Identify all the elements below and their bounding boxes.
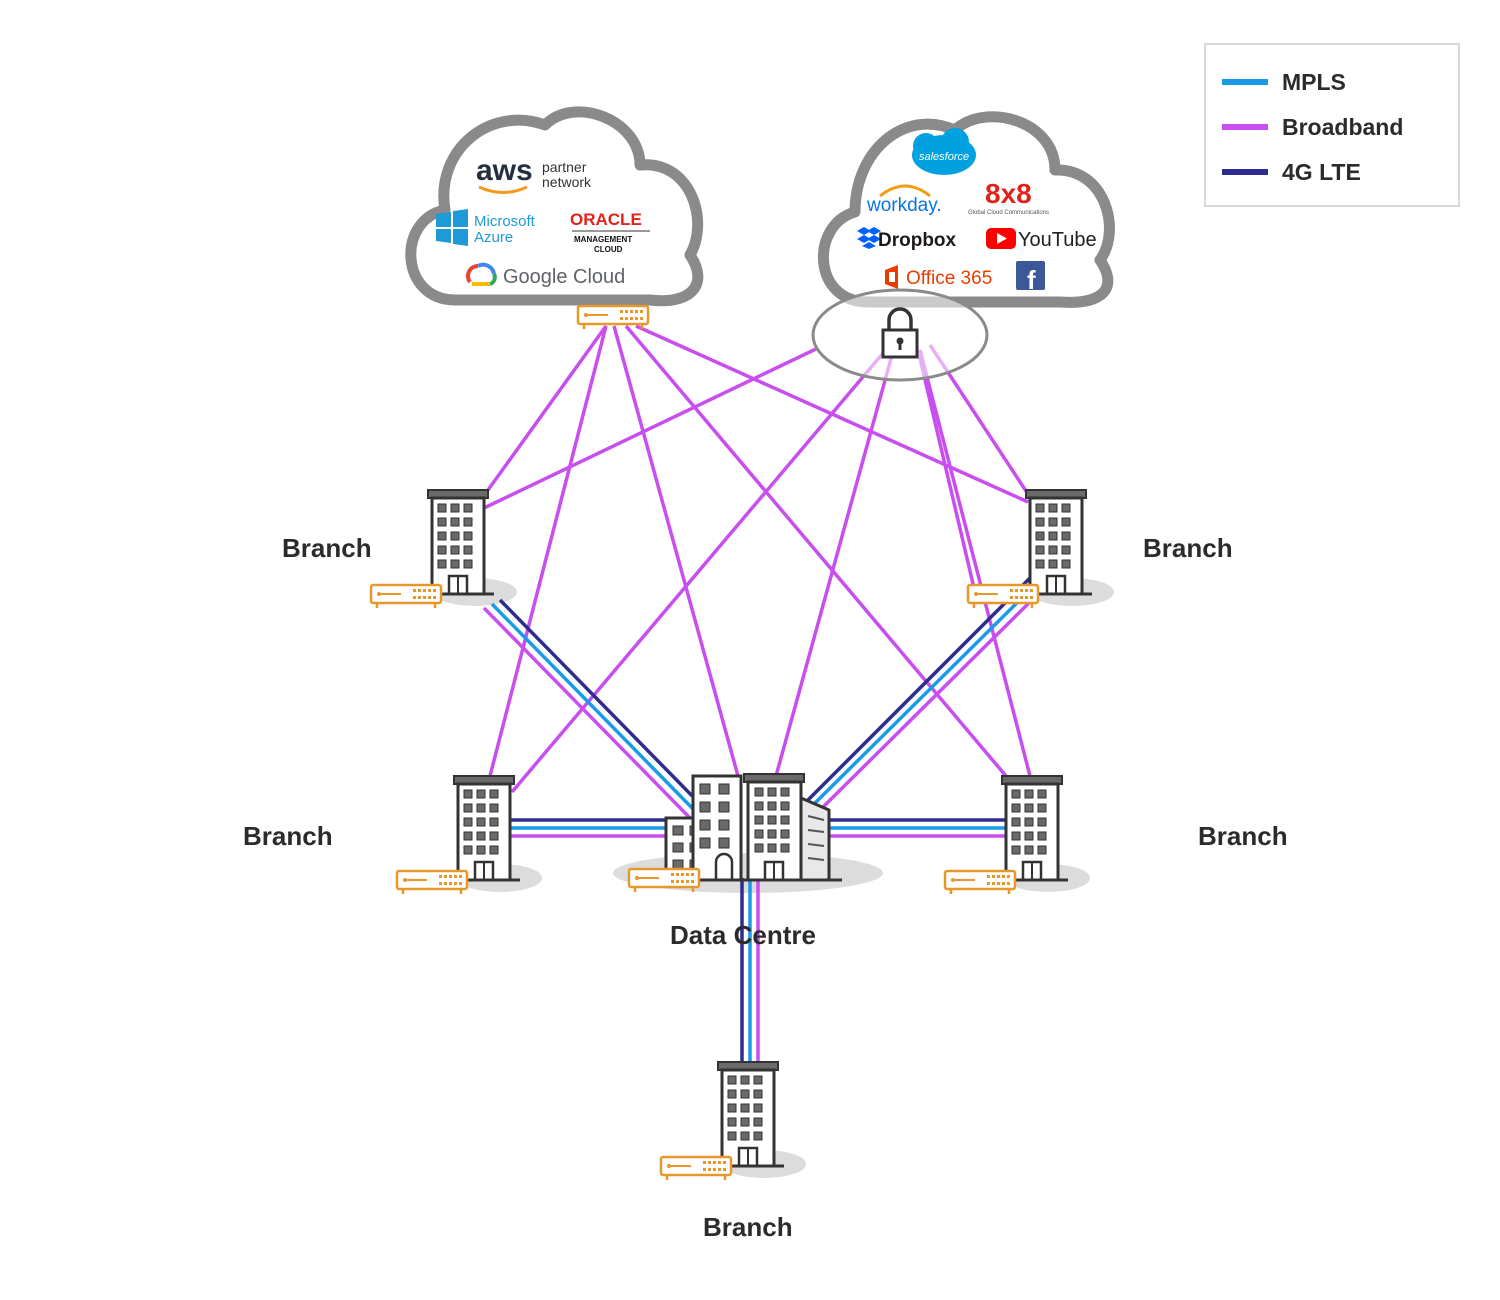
legend-item-mpls: MPLS <box>1222 67 1346 97</box>
iaas-cloud: aws partner network Microsoft Azure ORAC… <box>405 106 704 307</box>
azure-text-2: Azure <box>474 229 513 246</box>
oracle-sub-text-1: MANAGEMENT <box>574 235 632 244</box>
oracle-logo: ORACLE <box>570 210 642 229</box>
dc-triple-links <box>482 576 1040 1062</box>
secure-gateway <box>811 288 989 382</box>
branch-mid-left-building-icon <box>448 774 522 882</box>
branch-bottom-router-icon <box>659 1155 733 1182</box>
youtube-play-icon <box>986 228 1016 249</box>
legend-label-4g-lte: 4G LTE <box>1282 158 1361 185</box>
aws-logo: aws <box>476 154 533 187</box>
branch-mid-right-building-icon <box>996 774 1070 882</box>
branch-top-left-building-icon <box>422 488 496 596</box>
branch-mid-right-label: Branch <box>1198 821 1288 851</box>
branch-bottom-building-icon <box>712 1060 786 1168</box>
office-365-text: Office 365 <box>906 268 992 289</box>
workday-arc-icon <box>879 184 931 198</box>
branch-bottom-label: Branch <box>703 1212 793 1242</box>
branch-mid-left-router-icon <box>395 869 469 896</box>
workday-logo: workday. <box>866 195 942 216</box>
eight-by-eight-logo: 8x8 <box>985 178 1032 209</box>
google-cloud-text: Google Cloud <box>503 266 625 288</box>
branch-mid-left-label: Branch <box>243 821 333 851</box>
branch-top-left-router-icon <box>369 583 443 610</box>
aws-smile-icon <box>478 185 528 194</box>
eight-by-eight-sub-text: Global Cloud Communications <box>968 210 1049 216</box>
office-icon <box>885 265 898 289</box>
legend-swatch-broadband <box>1222 124 1268 130</box>
branch-mid-right-router-icon <box>943 869 1017 896</box>
branch-top-right-building-icon <box>1020 488 1094 596</box>
facebook-icon: f <box>1016 261 1045 295</box>
saas-cloud: salesforce workday. 8x8 Global Cloud Com… <box>818 111 1115 308</box>
oracle-sub-text-2: CLOUD <box>594 245 623 254</box>
dropbox-text: Dropbox <box>878 230 957 251</box>
google-cloud-icon <box>466 262 497 286</box>
legend-item-broadband: Broadband <box>1222 112 1403 142</box>
microsoft-windows-icon <box>436 209 468 246</box>
lock-icon <box>881 307 919 359</box>
legend-swatch-mpls <box>1222 79 1268 85</box>
salesforce-text: salesforce <box>919 151 969 163</box>
aws-network-text: network <box>542 174 592 190</box>
broadband-links <box>483 324 1032 794</box>
aws-partner-text: partner <box>542 159 587 175</box>
salesforce-cloud-icon: salesforce <box>912 128 976 175</box>
facebook-letter: f <box>1027 265 1036 295</box>
data-centre-label: Data Centre <box>670 920 816 950</box>
youtube-text: YouTube <box>1018 229 1097 251</box>
legend: MPLS Broadband 4G LTE <box>1204 43 1460 207</box>
branch-top-right-label: Branch <box>1143 533 1233 563</box>
branch-top-left-label: Branch <box>282 533 372 563</box>
data-centre-building-icon <box>658 773 842 882</box>
legend-item-4g-lte: 4G LTE <box>1222 157 1361 187</box>
dropbox-icon <box>857 227 881 249</box>
azure-text-1: Microsoft <box>474 213 536 230</box>
legend-swatch-4g-lte <box>1222 169 1268 175</box>
legend-label-broadband: Broadband <box>1282 113 1404 140</box>
legend-label-mpls: MPLS <box>1282 68 1346 95</box>
